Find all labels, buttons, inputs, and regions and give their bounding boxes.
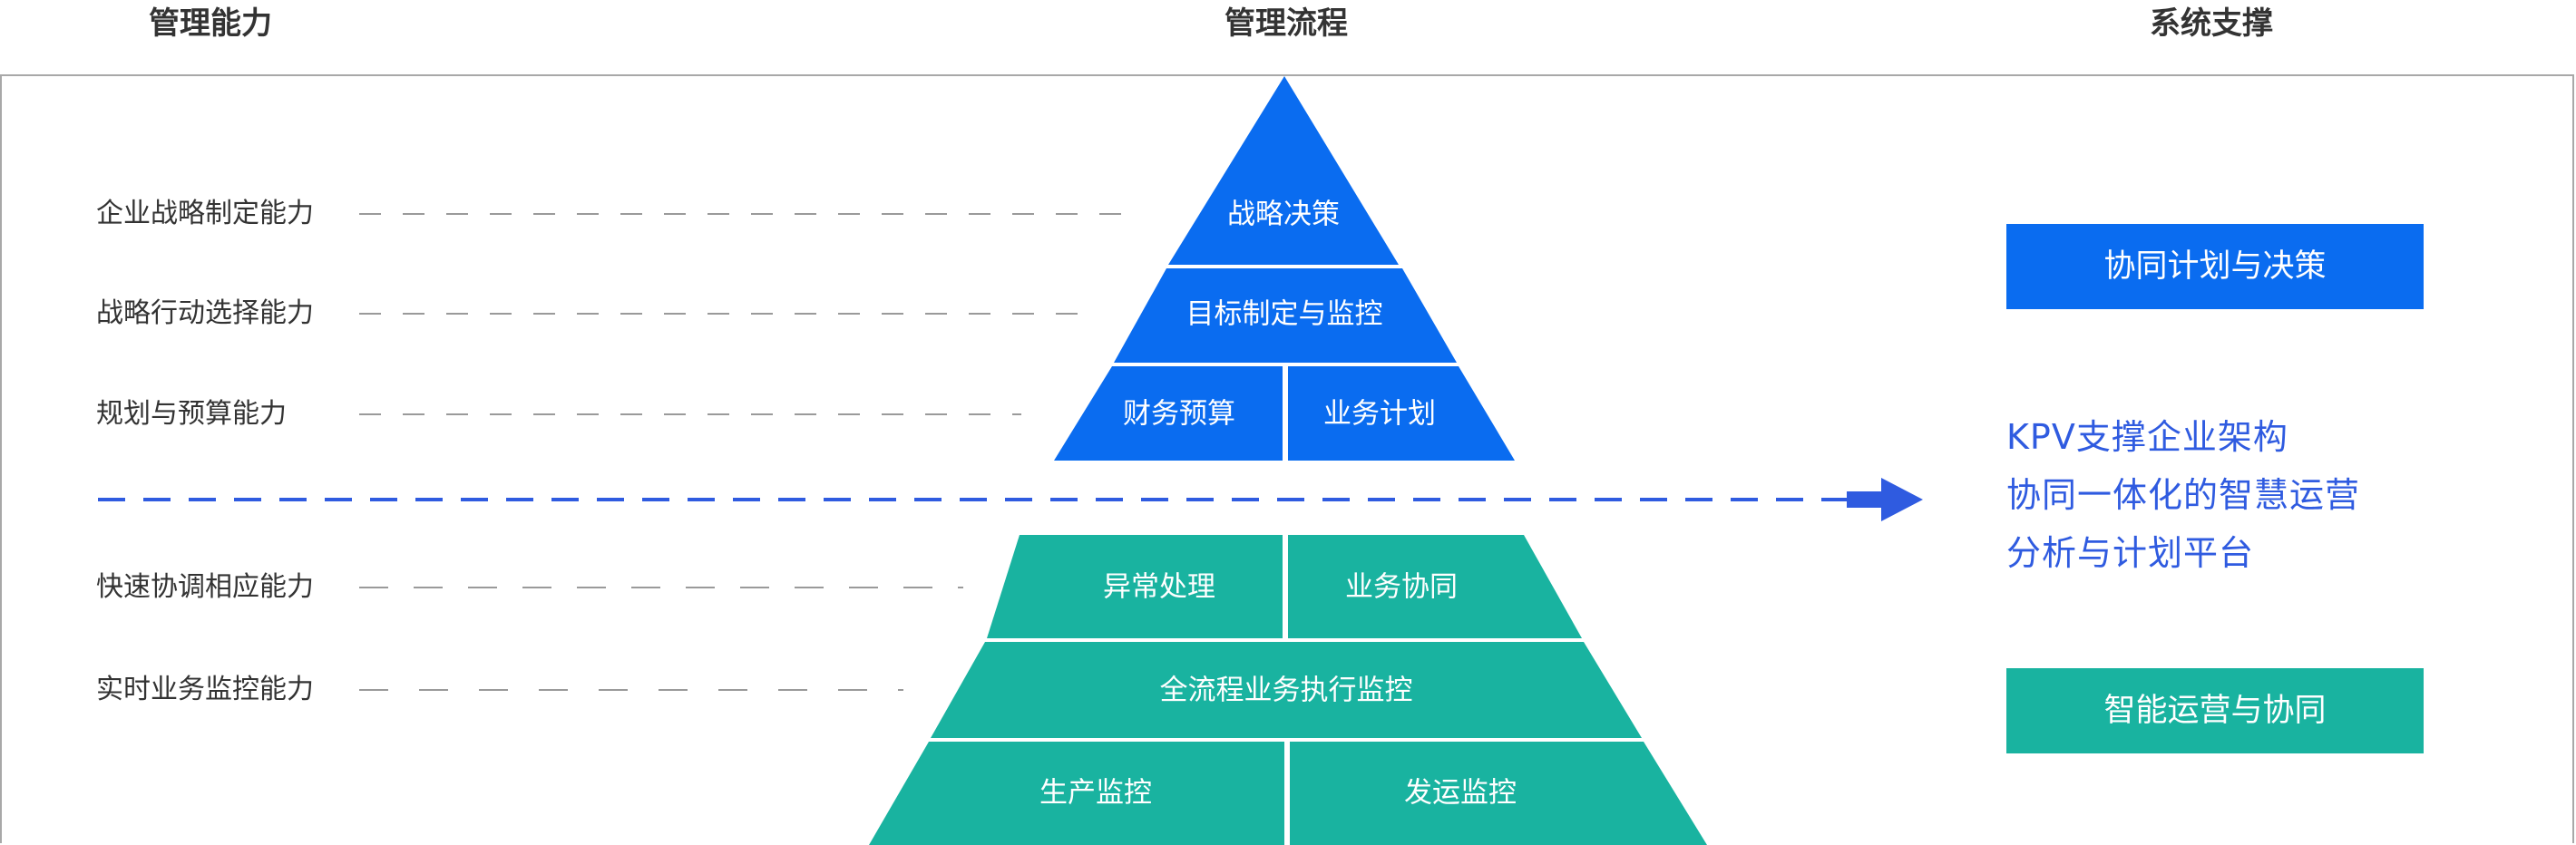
top-pyramid-tier-2 [1114,268,1457,363]
kpv-text-line-1: KPV支撑企业架构 [2006,417,2288,457]
top-pyramid-tier-1 [1168,76,1399,265]
bottom-pyramid-tier-3-right-label: 发运监控 [1404,777,1517,810]
capability-label-planning-budget: 规划与预算能力 [96,398,287,430]
system-box-collaborative-planning: 协同计划与决策 [2006,224,2424,309]
bottom-pyramid-tier-1-left [987,535,1283,638]
header-process: 管理流程 [1225,5,1348,42]
bottom-pyramid-tier-3-left-label: 生产监控 [1039,777,1152,810]
bottom-pyramid-tier-3-left [869,742,1284,845]
kpv-text-line-2: 协同一体化的智慧运营 [2006,475,2361,515]
top-pyramid-tier-1-label: 战略决策 [1227,199,1340,231]
header-capability: 管理能力 [149,5,272,42]
bottom-pyramid-tier-1-right-label: 业务协同 [1345,571,1458,604]
top-pyramid-tier-3-left-label: 财务预算 [1123,398,1235,431]
bottom-pyramid-tier-2 [931,642,1642,738]
capability-label-realtime-monitoring: 实时业务监控能力 [96,674,314,705]
top-pyramid-tier-2-label: 目标制定与监控 [1186,298,1383,331]
top-pyramid-tier-3-left [1054,366,1283,461]
capability-label-strategy-action: 战略行动选择能力 [96,297,314,329]
system-box-intelligent-operations: 智能运营与协同 [2006,668,2424,753]
top-pyramid-tier-3-right-label: 业务计划 [1323,398,1436,431]
kpv-text-line-3: 分析与计划平台 [2006,533,2255,573]
bottom-pyramid-tier-2-label: 全流程业务执行监控 [1160,675,1413,707]
diagram-frame [0,74,2574,843]
bottom-pyramid-tier-1-right [1288,535,1582,638]
capability-label-strategy-setting: 企业战略制定能力 [96,198,314,229]
bottom-pyramid-tier-1-left-label: 异常处理 [1103,571,1215,604]
flow-arrow-head [1881,478,1923,521]
bottom-pyramid-tier-3-right [1290,742,1707,845]
flow-arrow-shaft [1847,491,1883,508]
capability-label-rapid-coordination: 快速协调相应能力 [96,571,314,603]
header-system: 系统支撑 [2150,5,2273,42]
top-pyramid-tier-3-right [1288,366,1515,461]
